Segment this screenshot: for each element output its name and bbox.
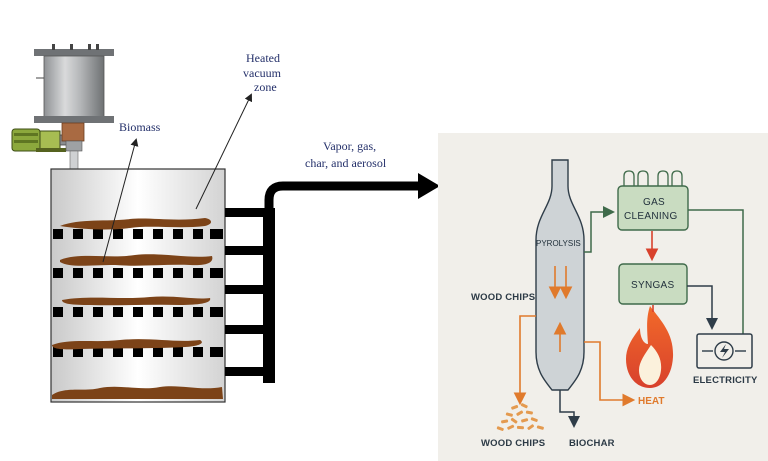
heated-zone-label-line2: vacuum <box>243 66 282 80</box>
biochar-label: BIOCHAR <box>569 438 615 449</box>
output-label-line1: Vapor, gas, <box>323 139 376 153</box>
gas-cleaning-box <box>617 185 689 231</box>
lightning-bolt-icon <box>720 344 729 358</box>
electricity-label: ELECTRICITY <box>693 375 758 386</box>
heated-zone-leader <box>195 93 252 210</box>
flow-diagram-panel: PYROLYSIS GAS CLEANING SYNGAS ELECTRICIT… <box>438 133 768 461</box>
lightning-icon <box>714 341 734 361</box>
syngas-label: SYNGAS <box>631 280 675 291</box>
pyrolysis-reactor <box>535 159 585 391</box>
syngas-to-electricity-arrow <box>687 285 718 330</box>
biomass-layers <box>52 218 223 399</box>
wood-chips-output-label: WOOD CHIPS <box>481 438 545 449</box>
pyrolysis-label: PYROLYSIS <box>536 239 581 248</box>
reactor-assembly <box>11 44 440 403</box>
pyrolysis-to-gas-cleaning-arrow <box>584 206 615 253</box>
wood-chips-flow-arrow <box>513 315 536 406</box>
heated-zone-label-line1: Heated <box>246 51 280 65</box>
gas-cleaning-to-electricity-line <box>688 209 744 334</box>
heat-label: HEAT <box>638 396 664 407</box>
motor-drive <box>11 128 73 152</box>
tray-rows <box>53 229 223 357</box>
syngas-box <box>618 263 688 305</box>
outlet-rack <box>225 208 275 383</box>
biomass-label: Biomass <box>119 120 161 134</box>
output-label-line2: char, and aerosol <box>305 156 387 170</box>
output-arrowhead <box>418 173 440 199</box>
wood-chips-pile-icon <box>496 403 544 431</box>
wood-chips-input-label: WOOD CHIPS <box>471 292 535 303</box>
gas-cleaning-label-line2: CLEANING <box>624 211 678 222</box>
biomass-leader <box>102 138 139 263</box>
flame-icon <box>626 306 674 388</box>
heat-flow-arrow <box>584 341 636 407</box>
heated-zone-label-line3: zone <box>254 80 277 94</box>
reactor-vessel <box>50 168 226 403</box>
gas-cleaning-label-line1: GAS <box>643 197 665 208</box>
output-arrow <box>264 181 420 212</box>
feed-hopper <box>34 44 114 172</box>
gas-cleaning-pipes <box>623 170 683 186</box>
biochar-flow-arrow <box>559 390 580 428</box>
